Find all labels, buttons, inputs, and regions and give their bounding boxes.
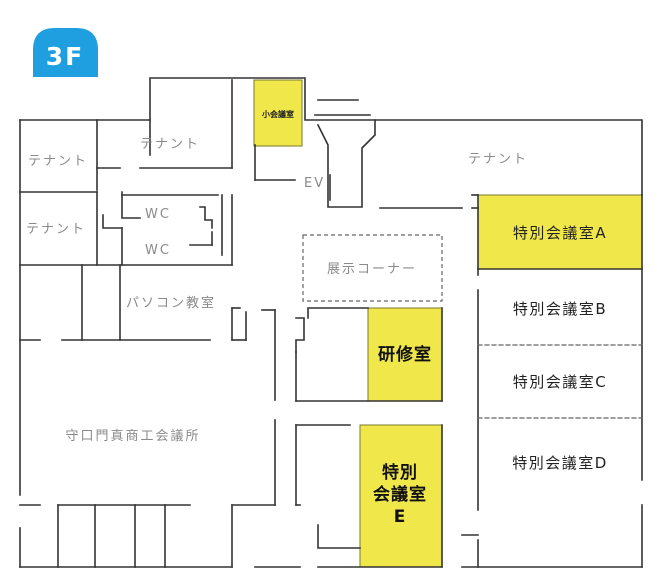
pc-classroom-label: パソコン教室 — [126, 295, 216, 311]
tenant-label-4: テナント — [26, 222, 86, 237]
floor-badge: 3F — [33, 28, 98, 77]
special-meeting-room-b-label: 特別会議室B — [513, 300, 607, 318]
tenant-label-1: テナント — [140, 137, 200, 152]
ev-car-2 — [334, 179, 350, 197]
special-meeting-room-e-label-1: 特別 — [382, 462, 418, 483]
small-meeting-room-area — [253, 79, 303, 147]
special-meeting-room-e-label-3: E — [394, 507, 407, 527]
special-e-wall-4 — [317, 524, 361, 549]
wc-wall-3 — [121, 191, 141, 219]
wc-wall-7 — [199, 206, 213, 229]
small-meeting-room-label: 小会議室 — [261, 109, 294, 119]
special-meeting-room-e-area — [359, 424, 443, 568]
special-meeting-room-d-label: 特別会議室D — [512, 454, 608, 472]
room-labels: テナント テナント テナント テナント 小会議室 EV WC WC 展示コーナー… — [26, 109, 608, 527]
special-meeting-room-e-label-2: 会議室 — [373, 484, 427, 505]
ev-car-1 — [334, 157, 350, 175]
ev-label: EV — [304, 176, 325, 191]
floor-label: 3F — [46, 42, 84, 71]
ev-shaft — [316, 119, 376, 208]
chamber-of-commerce-label: 守口門真商工会議所 — [65, 429, 200, 444]
tenant-label-2: テナント — [28, 154, 88, 169]
training-wall-2 — [295, 317, 305, 353]
wc-label-2: WC — [145, 243, 171, 258]
training-room-label: 研修室 — [378, 344, 432, 365]
exhibit-corner-label: 展示コーナー — [327, 262, 417, 277]
tenant-label-3: テナント — [468, 152, 528, 167]
training-wall-1 — [307, 307, 369, 319]
floor-badge-shape — [33, 28, 98, 77]
special-meeting-room-a-label: 特別会議室A — [513, 224, 607, 242]
outer-wall-top-left — [19, 77, 643, 196]
wc-wall-4 — [102, 214, 123, 229]
special-meeting-room-c-label: 特別会議室C — [513, 373, 607, 391]
wc-label-1: WC — [145, 207, 171, 222]
walls — [19, 77, 643, 568]
exhibit-corner-area — [302, 234, 443, 302]
highlighted-rooms — [253, 79, 643, 568]
